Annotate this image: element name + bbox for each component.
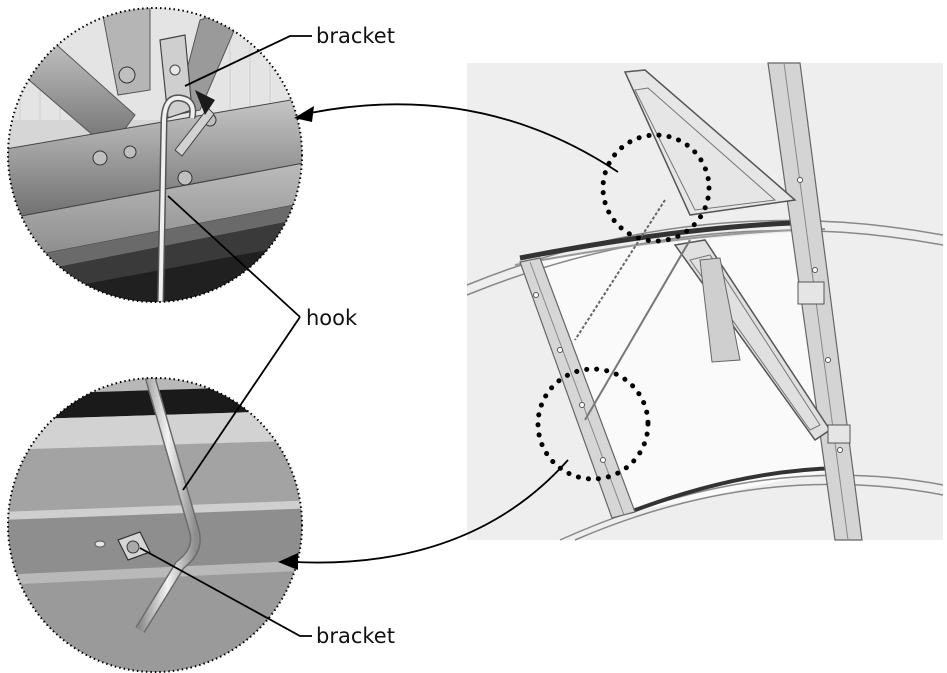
connector-arrows <box>293 103 619 564</box>
leader-hook-top <box>167 195 301 318</box>
arrowhead-top <box>294 106 314 122</box>
leader-bracket-top <box>184 35 312 87</box>
arrow-top <box>309 103 619 173</box>
focus-circle-bottom <box>535 366 651 482</box>
label-hook: hook <box>306 306 358 330</box>
label-bracket-top: bracket <box>316 24 395 48</box>
arrowhead-bottom <box>278 553 298 570</box>
top-detail-view <box>7 7 303 303</box>
leader-lines <box>139 35 312 637</box>
leader-hook-bottom <box>182 316 301 491</box>
arrow-bottom <box>293 459 569 564</box>
focus-circle-top <box>600 132 712 244</box>
bottom-detail-view <box>7 377 303 673</box>
label-bracket-bottom: bracket <box>316 624 395 648</box>
leader-bracket-bottom <box>139 547 312 637</box>
greenhouse-overview-panel <box>466 62 944 541</box>
